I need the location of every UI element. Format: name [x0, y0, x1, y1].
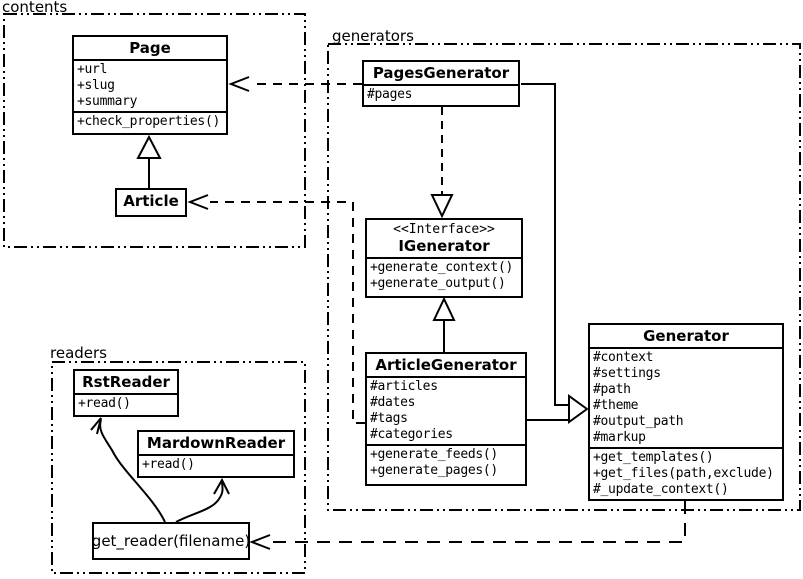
dependency-line-generator-to-getreader — [272, 501, 686, 543]
dependency-line-articlegenerator-to-article — [210, 201, 365, 424]
open-arrowhead-rstreader — [90, 417, 102, 435]
class-igenerator-stereotype: <<Interface>> — [393, 222, 495, 237]
package-label-readers: readers — [50, 344, 107, 362]
package-contents-border — [3, 13, 306, 248]
open-arrowhead-getreader — [249, 534, 271, 550]
call-arrow-getreader-to-mardownreader — [175, 481, 224, 523]
class-articlegenerator-attributes: #articles #dates #tags #categories — [367, 376, 525, 444]
class-page-methods: +check_properties() — [74, 111, 226, 131]
package-generators-border — [327, 43, 801, 511]
inheritance-triangle-igenerator — [432, 296, 456, 321]
call-arrow-getreader-to-rstreader — [99, 419, 166, 523]
class-generator-methods: +get_templates() +get_files(path,exclude… — [590, 447, 782, 499]
class-page-title: Page — [129, 39, 171, 57]
package-readers-border — [51, 361, 306, 574]
open-arrowhead-article — [187, 194, 209, 210]
package-label-generators: generators — [332, 27, 414, 45]
open-arrowhead-mardownreader — [213, 477, 230, 495]
inheritance-line-pagesgenerator-to-generator — [521, 83, 569, 406]
inheritance-triangle-generator — [568, 394, 589, 424]
class-generator-title: Generator — [643, 327, 729, 345]
class-article: Article — [115, 188, 187, 217]
open-arrowhead-page — [228, 76, 250, 92]
class-pagesgenerator-attributes: #pages — [364, 84, 518, 104]
class-rstreader-methods: +read() — [75, 393, 177, 413]
class-pagesgenerator: PagesGenerator #pages — [362, 60, 520, 107]
class-mardownreader-methods: +read() — [139, 454, 293, 474]
class-mardownreader-title: MardownReader — [146, 434, 286, 452]
class-page-attributes: +url +slug +summary — [74, 59, 226, 111]
class-mardownreader: MardownReader +read() — [137, 430, 295, 478]
class-igenerator-title: IGenerator — [398, 237, 490, 255]
class-articlegenerator-title: ArticleGenerator — [375, 356, 517, 374]
class-igenerator: <<Interface>> IGenerator +generate_conte… — [365, 218, 523, 298]
class-rstreader: RstReader +read() — [73, 369, 179, 417]
class-articlegenerator-methods: +generate_feeds() +generate_pages() — [367, 444, 525, 480]
class-article-title: Article — [123, 192, 179, 210]
package-label-contents: contents — [2, 0, 68, 16]
inheritance-triangle-page — [136, 134, 162, 159]
realization-triangle-igenerator — [430, 194, 454, 219]
class-pagesgenerator-title: PagesGenerator — [372, 64, 510, 82]
class-generator-attributes: #context #settings #path #theme #output_… — [590, 347, 782, 447]
class-igenerator-methods: +generate_context() +generate_output() — [367, 257, 521, 293]
function-box-get-reader: get_reader(filename) — [92, 522, 250, 560]
class-generator: Generator #context #settings #path #them… — [588, 323, 784, 501]
class-rstreader-title: RstReader — [82, 373, 170, 391]
get-reader-label: get_reader(filename) — [91, 532, 251, 550]
class-articlegenerator: ArticleGenerator #articles #dates #tags … — [365, 352, 527, 486]
class-page: Page +url +slug +summary +check_properti… — [72, 35, 228, 135]
